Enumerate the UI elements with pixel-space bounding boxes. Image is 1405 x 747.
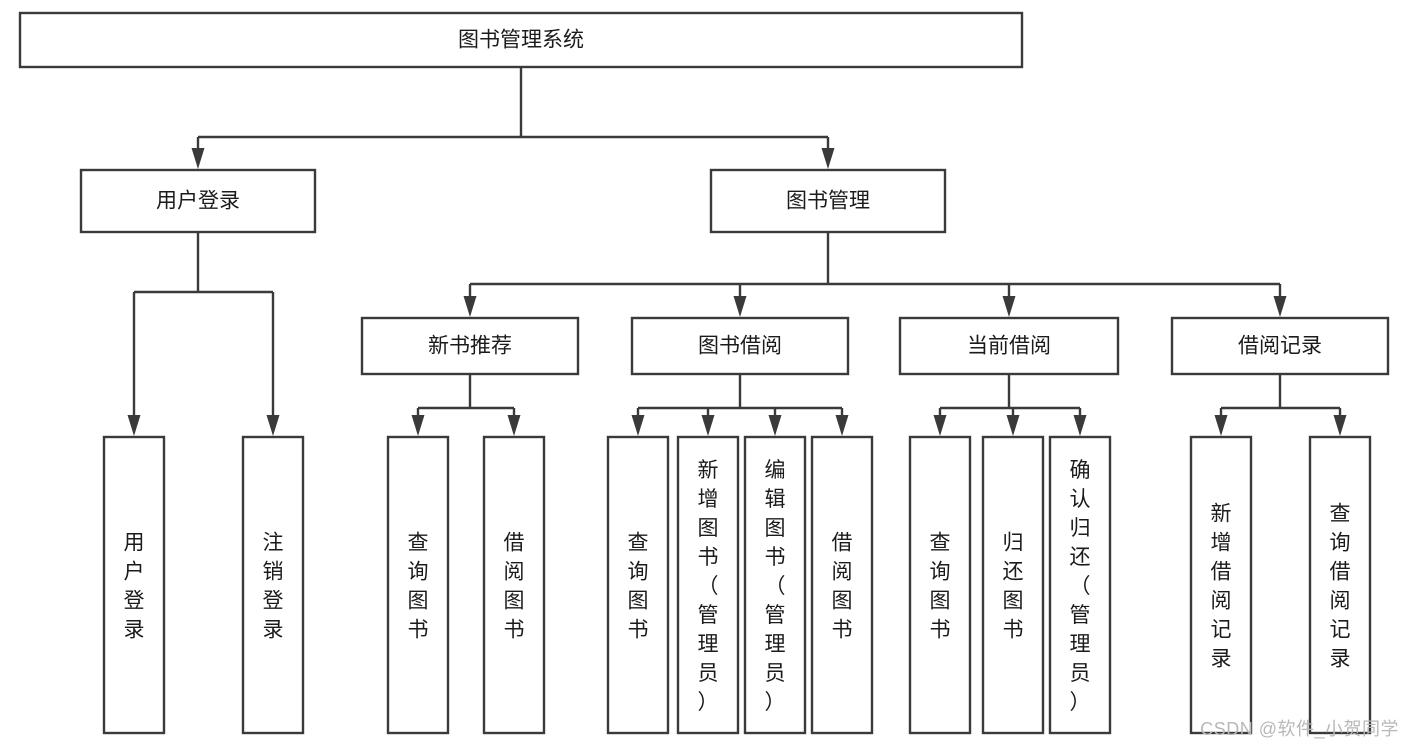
node-label: 编辑图书（管理员） <box>765 459 786 714</box>
node-box[interactable] <box>102 435 166 735</box>
node-label: 确认归还（管理员） <box>1070 459 1091 714</box>
node-root[interactable]: 图书管理系统 <box>18 11 1024 69</box>
node-layer: 图书管理系统用户登录图书管理新书推荐图书借阅当前借阅借阅记录用户登录注销登录查询… <box>18 11 1390 735</box>
node-label: 图书管理 <box>786 190 870 213</box>
node-box[interactable] <box>1048 435 1112 735</box>
arrow-head-icon <box>191 148 205 169</box>
arrow-head-icon <box>411 415 425 436</box>
node-box[interactable] <box>630 316 850 376</box>
arrow-head-icon <box>701 415 715 436</box>
node-box[interactable] <box>709 168 947 234</box>
node-label: 新增借阅记录 <box>1211 503 1232 671</box>
node-box[interactable] <box>360 316 580 376</box>
node-leaf-confirm-return[interactable]: 确认归还（管理员） <box>1048 435 1112 735</box>
node-label: 查询图书 <box>408 532 429 642</box>
node-box[interactable] <box>1189 435 1253 735</box>
node-leaf-user-logout[interactable]: 注销登录 <box>241 435 305 735</box>
node-label: 用户登录 <box>124 532 145 642</box>
node-leaf-add-book[interactable]: 新增图书（管理员） <box>676 435 740 735</box>
node-box[interactable] <box>386 435 450 735</box>
node-box[interactable] <box>241 435 305 735</box>
node-leaf-return-book[interactable]: 归还图书 <box>981 435 1045 735</box>
node-login[interactable]: 用户登录 <box>79 168 317 234</box>
watermark-label: CSDN @软件_小贺同学 <box>1200 719 1399 739</box>
arrow-head-icon <box>933 415 947 436</box>
node-current[interactable]: 当前借阅 <box>898 316 1120 376</box>
arrow-head-icon <box>266 415 280 436</box>
node-label: 查询图书 <box>628 532 649 642</box>
node-leaf-query-book-3[interactable]: 查询图书 <box>908 435 972 735</box>
node-label: 用户登录 <box>156 190 240 213</box>
node-box[interactable] <box>79 168 317 234</box>
node-label: 归还图书 <box>1003 532 1024 642</box>
node-box[interactable] <box>676 435 740 735</box>
node-label: 借阅图书 <box>832 532 853 642</box>
node-label: 注销登录 <box>263 532 284 642</box>
node-label: 查询借阅记录 <box>1330 503 1351 671</box>
arrow-head-icon <box>1073 415 1087 436</box>
arrow-head-icon <box>1214 415 1228 436</box>
node-newbook[interactable]: 新书推荐 <box>360 316 580 376</box>
arrow-head-icon <box>733 296 747 317</box>
node-box[interactable] <box>1170 316 1390 376</box>
node-leaf-user-login[interactable]: 用户登录 <box>102 435 166 735</box>
arrow-head-icon <box>1006 415 1020 436</box>
node-label: 借阅记录 <box>1238 335 1322 358</box>
node-box[interactable] <box>981 435 1045 735</box>
node-record[interactable]: 借阅记录 <box>1170 316 1390 376</box>
node-label: 图书管理系统 <box>458 29 584 52</box>
connector-layer <box>127 67 1347 436</box>
node-label: 新书推荐 <box>428 335 512 358</box>
arrow-head-icon <box>507 415 521 436</box>
node-box[interactable] <box>18 11 1024 69</box>
node-leaf-edit-book[interactable]: 编辑图书（管理员） <box>743 435 807 735</box>
arrow-head-icon <box>1333 415 1347 436</box>
arrow-head-icon <box>835 415 849 436</box>
arrow-head-icon <box>127 415 141 436</box>
node-box[interactable] <box>898 316 1120 376</box>
arrow-head-icon <box>1002 296 1016 317</box>
node-leaf-borrow-book-1[interactable]: 借阅图书 <box>482 435 546 735</box>
node-leaf-query-book-2[interactable]: 查询图书 <box>606 435 670 735</box>
node-leaf-borrow-book-2[interactable]: 借阅图书 <box>810 435 874 735</box>
node-leaf-add-record[interactable]: 新增借阅记录 <box>1189 435 1253 735</box>
arrow-head-icon <box>1273 296 1287 317</box>
node-label: 查询图书 <box>930 532 951 642</box>
arrow-head-icon <box>631 415 645 436</box>
node-label: 借阅图书 <box>504 532 525 642</box>
node-box[interactable] <box>482 435 546 735</box>
arrow-head-icon <box>463 296 477 317</box>
node-box[interactable] <box>606 435 670 735</box>
node-box[interactable] <box>743 435 807 735</box>
arrow-head-icon <box>821 148 835 169</box>
node-label: 当前借阅 <box>967 335 1051 358</box>
node-leaf-query-record[interactable]: 查询借阅记录 <box>1308 435 1372 735</box>
node-bookmgmt[interactable]: 图书管理 <box>709 168 947 234</box>
node-borrow[interactable]: 图书借阅 <box>630 316 850 376</box>
arrow-head-icon <box>768 415 782 436</box>
node-box[interactable] <box>810 435 874 735</box>
node-label: 新增图书（管理员） <box>698 459 719 714</box>
node-box[interactable] <box>908 435 972 735</box>
node-box[interactable] <box>1308 435 1372 735</box>
node-label: 图书借阅 <box>698 335 782 358</box>
node-leaf-query-book-1[interactable]: 查询图书 <box>386 435 450 735</box>
